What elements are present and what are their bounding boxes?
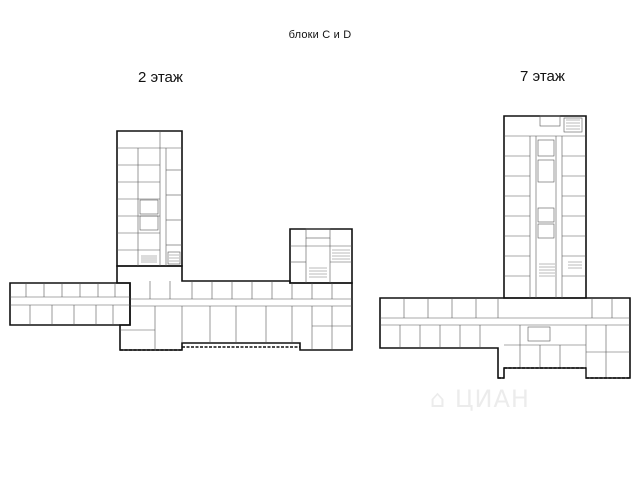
plan2-main-band-outline: [116, 265, 353, 351]
floor-7-label: 7 этаж: [520, 68, 565, 85]
page-caption: блоки C и D: [288, 29, 352, 41]
plan7-band-outline: [379, 297, 631, 379]
plan2-vertical-wing-outline: [116, 130, 183, 267]
plan7-tower-outline: [503, 115, 587, 299]
watermark-logo: ⌂ ЦИАН: [430, 385, 530, 413]
plan2-northeast-block-outline: [289, 228, 353, 284]
floor-2-label: 2 этаж: [138, 69, 183, 86]
floor-plan-7: [379, 115, 631, 379]
floor-plan-2: [9, 130, 353, 351]
plan2-west-wing-outline: [9, 282, 131, 326]
